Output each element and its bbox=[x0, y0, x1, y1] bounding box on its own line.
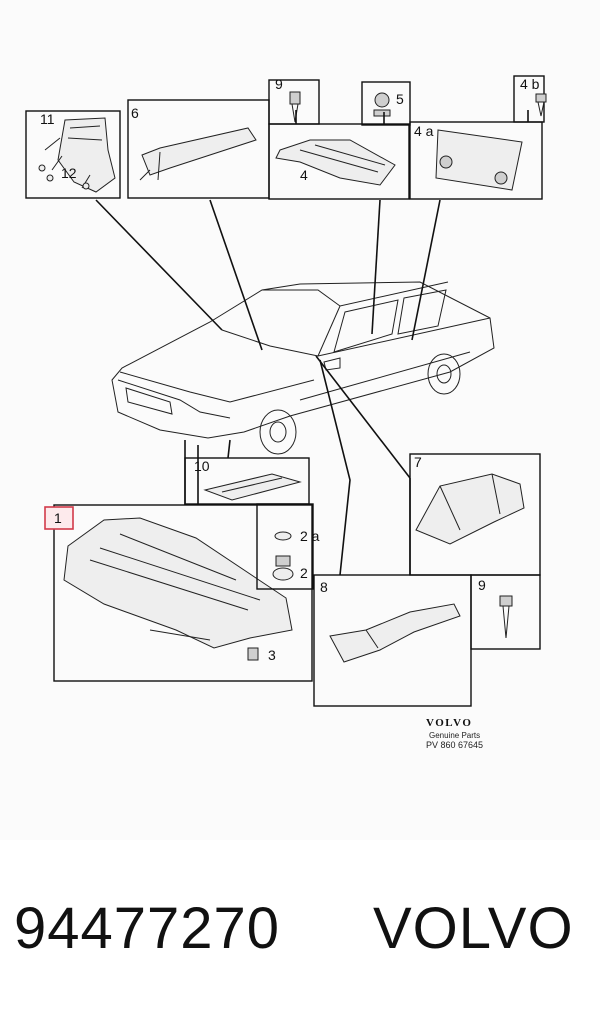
stamp-line-1: Genuine Parts bbox=[429, 731, 480, 740]
callout-6: 6 bbox=[131, 105, 139, 121]
box-5 bbox=[361, 81, 411, 126]
box-4a bbox=[409, 121, 543, 200]
stamp-line-2: PV 860 67645 bbox=[426, 740, 483, 750]
box-8 bbox=[313, 574, 472, 707]
box-1 bbox=[53, 504, 313, 682]
box-10 bbox=[184, 457, 310, 505]
callout-9-right: 9 bbox=[478, 577, 486, 593]
box-2-2a bbox=[256, 503, 314, 590]
car-illustration bbox=[111, 281, 495, 455]
box-7 bbox=[409, 453, 541, 576]
callout-7: 7 bbox=[414, 454, 422, 470]
stamp-brand: VOLVO bbox=[426, 717, 472, 729]
callout-2a: 2 a bbox=[300, 528, 320, 544]
callout-3: 3 bbox=[268, 647, 276, 663]
callout-12: 12 bbox=[61, 165, 77, 181]
callout-9-top: 9 bbox=[275, 76, 283, 92]
part-number: 94477270 bbox=[14, 896, 281, 961]
brand-name: VOLVO bbox=[373, 896, 574, 961]
callout-10: 10 bbox=[194, 458, 210, 474]
footer bbox=[0, 840, 600, 1011]
callout-1: 1 bbox=[54, 510, 62, 526]
callout-4a: 4 a bbox=[414, 123, 434, 139]
callout-8: 8 bbox=[320, 579, 328, 595]
box-9-top bbox=[268, 79, 320, 125]
genuine-parts-stamp: VOLVO Genuine Parts PV 860 67645 bbox=[426, 717, 483, 750]
callout-4b: 4 b bbox=[520, 76, 540, 92]
callout-5: 5 bbox=[396, 91, 404, 107]
callout-4: 4 bbox=[300, 167, 308, 183]
box-4 bbox=[268, 123, 410, 200]
box-6 bbox=[127, 99, 270, 199]
box-4b bbox=[513, 75, 547, 123]
callout-11: 11 bbox=[40, 111, 55, 127]
box-9-right bbox=[470, 574, 541, 650]
exploded-parts-diagram: 11 12 6 4 9 5 4 a 4 b bbox=[25, 75, 547, 750]
callout-1-highlight bbox=[44, 506, 74, 530]
box-11-12 bbox=[25, 110, 121, 199]
callout-2: 2 bbox=[300, 565, 308, 581]
